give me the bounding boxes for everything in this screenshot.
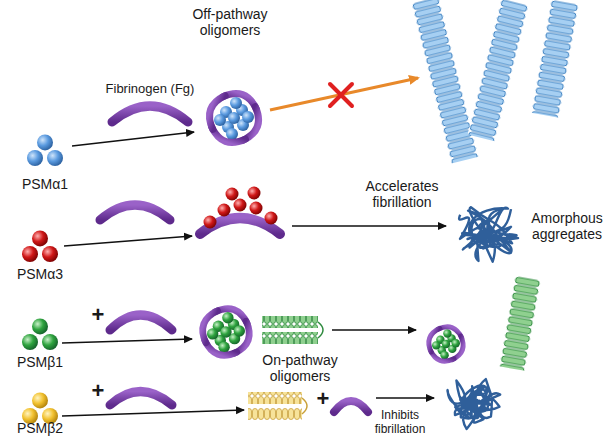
heading-label: Off-pathway oligomers — [178, 6, 282, 38]
peptide — [442, 340, 450, 348]
arrow — [64, 236, 192, 246]
peptide — [218, 204, 231, 217]
peptide — [234, 325, 245, 336]
peptide — [32, 230, 48, 246]
peptide — [22, 334, 38, 350]
peptide — [22, 246, 38, 262]
peptide-trio — [22, 230, 58, 262]
arrow — [376, 397, 434, 399]
peptide — [228, 112, 240, 124]
peptide — [32, 392, 48, 408]
peptide — [27, 150, 43, 166]
fibril — [411, 0, 578, 163]
peptide — [220, 326, 231, 337]
peptide-trio — [22, 318, 58, 350]
fibrinogen — [112, 106, 188, 122]
fibril — [499, 276, 541, 371]
peptide — [218, 342, 229, 353]
arrow — [62, 410, 244, 416]
peptide — [234, 199, 247, 212]
process-label: Inhibits fibrillation — [354, 408, 446, 436]
peptide — [37, 134, 53, 150]
peptide-label: PSMα1 — [10, 176, 80, 192]
oligomer-cluster — [198, 304, 254, 360]
peptide — [248, 187, 261, 200]
fibrinogen — [100, 205, 170, 220]
peptide — [32, 318, 48, 334]
peptide — [42, 246, 58, 262]
peptide — [242, 111, 254, 123]
peptide — [222, 312, 233, 323]
peptide — [226, 128, 238, 140]
peptide — [440, 351, 448, 359]
helix-hairpin — [248, 392, 307, 420]
peptide — [432, 341, 440, 349]
amorphous-aggregate — [447, 379, 500, 429]
peptide — [204, 216, 217, 229]
blocked-arrow — [270, 78, 418, 110]
fibrinogen — [334, 401, 368, 412]
product-label: Amorphous aggregates — [526, 210, 608, 242]
peptide-trio — [27, 134, 63, 166]
product-label: On-pathway oligomers — [246, 352, 354, 384]
protein-label: Fibrinogen (Fg) — [100, 82, 200, 97]
peptide — [42, 334, 58, 350]
peptide — [250, 202, 263, 215]
fibrinogen — [204, 93, 225, 130]
fibrinogen — [110, 392, 172, 406]
arrow — [332, 329, 416, 331]
peptide — [47, 150, 63, 166]
plus-sign: + — [86, 304, 110, 326]
plus-sign: + — [311, 388, 335, 410]
peptide-trio — [22, 392, 58, 424]
process-label: Accelerates fibrillation — [352, 178, 452, 210]
peptide — [207, 328, 218, 339]
peptide-label: PSMβ1 — [5, 354, 75, 370]
fibrinogen — [110, 315, 172, 330]
peptide-label: PSMβ2 — [5, 420, 75, 436]
peptide — [452, 339, 460, 347]
arrow — [72, 132, 194, 146]
oligomer-cluster — [204, 88, 263, 147]
peptide — [443, 329, 451, 337]
cross-mark — [330, 84, 352, 106]
peptide-label: PSMα3 — [5, 266, 75, 282]
fibrinogen — [198, 308, 218, 343]
helix-hairpin — [262, 316, 323, 344]
peptide — [265, 212, 278, 225]
plus-sign: + — [86, 380, 110, 402]
arrow — [292, 225, 446, 227]
peptide — [226, 188, 239, 201]
arrow — [62, 339, 192, 343]
oligomer-cluster — [425, 323, 467, 365]
peptide — [214, 114, 226, 126]
amorphous-aggregate — [459, 207, 518, 262]
fibrinogen — [425, 326, 440, 352]
peptide — [230, 97, 242, 109]
